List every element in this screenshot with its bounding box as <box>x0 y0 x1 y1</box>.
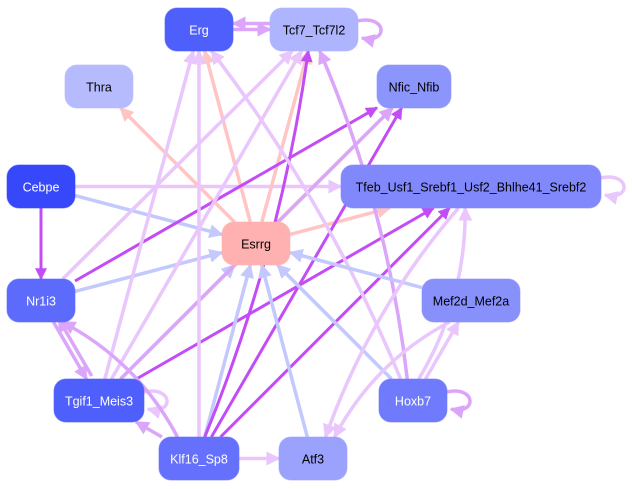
node-atf3[interactable]: Atf3 <box>278 436 348 481</box>
node-box <box>269 7 359 52</box>
edge-esrrg-to-tcf7-tcf7l2 <box>260 49 312 223</box>
node-mef2d-mef2a[interactable]: Mef2d_Mef2a <box>421 278 521 323</box>
edge-hoxb7-to-hoxb7 <box>446 389 472 419</box>
node-label: Mef2d_Mef2a <box>433 295 509 309</box>
node-nr1i3[interactable]: Nr1i3 <box>6 278 76 323</box>
node-klf16-sp8[interactable]: Klf16_Sp8 <box>158 436 240 481</box>
node-box <box>421 278 521 323</box>
node-box <box>221 221 291 266</box>
node-tgif1-meis3[interactable]: Tgif1_Meis3 <box>53 378 145 423</box>
node-box <box>376 64 452 109</box>
node-box <box>278 436 348 481</box>
edge-tcf7-tcf7l2-to-tcf7-tcf7l2 <box>357 18 383 48</box>
node-box <box>164 7 234 52</box>
edge-klf16-sp8-to-nr1i3 <box>61 320 180 438</box>
edge-tgif1-meis3-to-tgif1-meis3 <box>143 389 169 419</box>
edge-tgif1-meis3-to-tfeb <box>135 206 435 381</box>
edge-hoxb7-to-erg <box>210 49 403 380</box>
edge-nr1i3-to-tgif1-meis3 <box>51 321 89 381</box>
edge-mef2d-mef2a-to-atf3 <box>332 320 451 439</box>
node-box <box>378 378 448 423</box>
edge-hoxb7-to-tcf7-tcf7l2 <box>318 49 410 380</box>
edge-hoxb7-to-esrrg <box>276 263 393 381</box>
nodes-layer: Erg Tcf7_Tcf7l2 Thra Nfic_Nfib Cebpe Tfe… <box>6 7 602 481</box>
node-cebpe[interactable]: Cebpe <box>6 164 76 209</box>
edge-mef2d-mef2a-to-esrrg <box>288 248 423 290</box>
edge-klf16-sp8-to-nfic-nfib <box>210 106 403 438</box>
node-label: Thra <box>86 81 112 95</box>
node-erg[interactable]: Erg <box>164 7 234 52</box>
node-label: Tcf7_Tcf7l2 <box>283 24 346 38</box>
node-label: Nr1i3 <box>26 295 56 309</box>
edge-esrrg-to-erg <box>201 49 252 223</box>
edge-klf16-sp8-to-esrrg <box>203 263 254 438</box>
node-box <box>340 164 602 209</box>
node-label: Tfeb_Usf1_Srebf1_Usf2_Bhlhe41_Srebf2 <box>356 181 587 195</box>
node-label: Hoxb7 <box>395 395 431 409</box>
node-label: Klf16_Sp8 <box>170 453 228 467</box>
edge-nr1i3-to-nfic-nfib <box>74 106 379 283</box>
node-tfeb-usf1-srebf1-usf2-bhlhe41-srebf2[interactable]: Tfeb_Usf1_Srebf1_Usf2_Bhlhe41_Srebf2 <box>340 164 602 209</box>
node-esrrg[interactable]: Esrrg <box>221 221 291 266</box>
edge-tgif1-meis3-to-erg <box>103 49 197 380</box>
node-label: Nfic_Nfib <box>389 81 440 95</box>
node-thra[interactable]: Thra <box>64 64 134 109</box>
node-tcf7-tcf7l2[interactable]: Tcf7_Tcf7l2 <box>269 7 359 52</box>
node-label: Cebpe <box>23 181 60 195</box>
node-box <box>6 278 76 323</box>
edge-klf16-sp8-to-tgif1-meis3 <box>134 420 163 439</box>
edge-esrrg-to-tfeb <box>289 204 392 237</box>
node-nfic-nfib[interactable]: Nfic_Nfib <box>376 64 452 109</box>
edge-tgif1-meis3-to-tcf7-tcf7l2 <box>109 49 304 380</box>
node-box <box>158 436 240 481</box>
edges-layer <box>35 16 626 466</box>
node-label: Atf3 <box>302 453 324 467</box>
edge-hoxb7-to-mef2d-mef2a <box>423 320 461 380</box>
node-box <box>6 164 76 209</box>
edge-tfeb-to-tfeb <box>600 175 626 205</box>
node-label: Esrrg <box>241 238 271 252</box>
node-label: Tgif1_Meis3 <box>65 395 133 409</box>
node-label: Erg <box>189 24 209 38</box>
node-box <box>53 378 145 423</box>
edge-tfeb-to-atf3 <box>323 206 460 439</box>
node-box <box>64 64 134 109</box>
edge-nr1i3-to-tcf7-tcf7l2 <box>61 49 294 281</box>
node-hoxb7[interactable]: Hoxb7 <box>378 378 448 423</box>
edge-atf3-to-esrrg <box>258 263 309 438</box>
